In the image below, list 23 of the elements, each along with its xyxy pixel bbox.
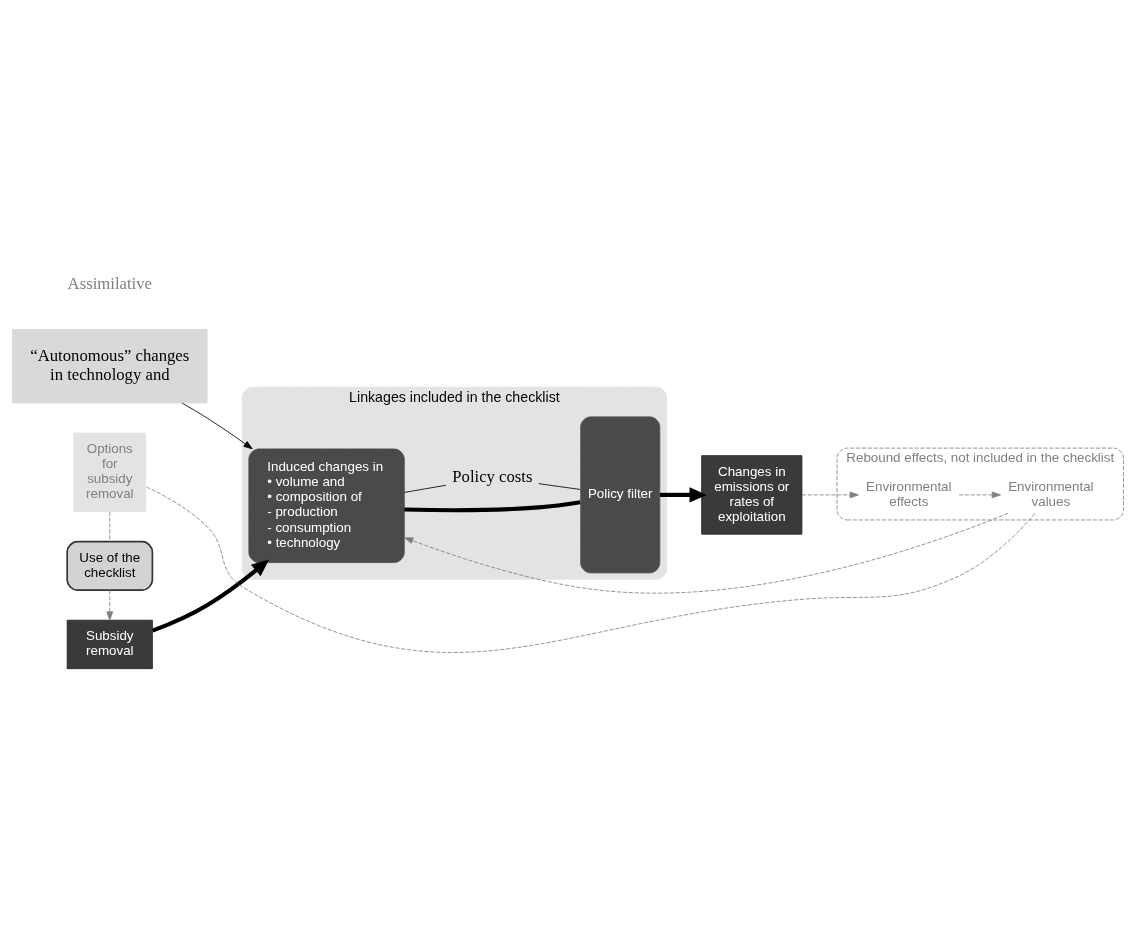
arrow bbox=[958, 491, 1001, 499]
node-text: Environmental effects bbox=[866, 478, 952, 509]
node-text: Environmental values bbox=[1008, 478, 1094, 509]
node-box: Induced changes in • volume and • composition of - production - consumption • technology bbox=[248, 448, 405, 563]
arrow bbox=[404, 512, 1009, 594]
arrow bbox=[181, 402, 253, 450]
arrow bbox=[660, 487, 707, 503]
node-box: Options for subsidy removal bbox=[73, 432, 147, 512]
connector bbox=[109, 511, 111, 542]
node-text: Policy costs bbox=[452, 466, 533, 486]
node-box: Changes in emissions or rates of exploitation bbox=[701, 455, 803, 535]
node-box: “Autonomous” changes in technology and bbox=[12, 329, 208, 404]
arrow bbox=[801, 491, 859, 499]
connector bbox=[404, 484, 447, 493]
label: Assimilative bbox=[67, 273, 152, 293]
arrow bbox=[151, 559, 270, 633]
node-box: Subsidy removal bbox=[66, 619, 153, 670]
connector bbox=[145, 486, 1036, 653]
node-box: Use of the checklist bbox=[66, 540, 154, 591]
connector bbox=[404, 500, 581, 513]
arrow bbox=[106, 589, 114, 621]
connector bbox=[538, 483, 581, 490]
node-box: Policy filter bbox=[580, 416, 661, 574]
